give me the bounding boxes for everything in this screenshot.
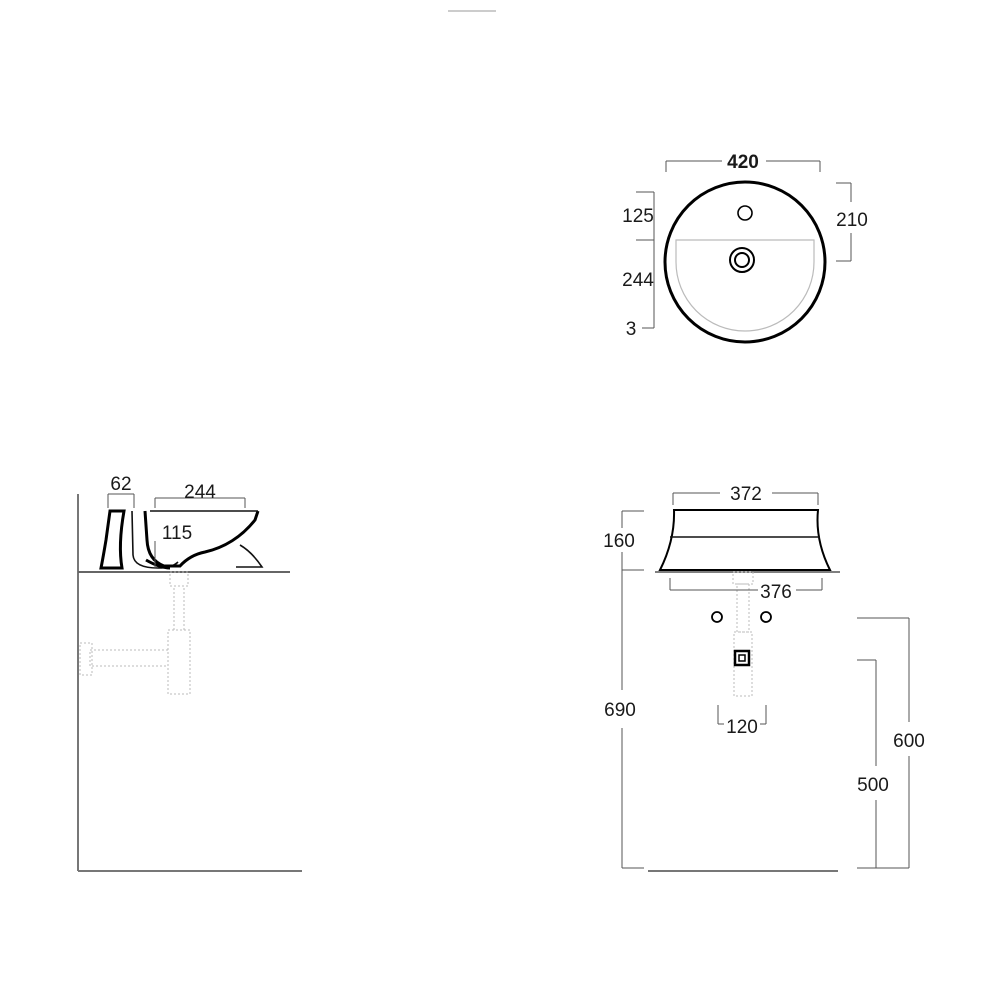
front-basin-height-label: 160 [603, 531, 635, 552]
tap-offset-label: 125 [622, 206, 654, 227]
front-supply-left [711, 611, 723, 623]
rim-label: 3 [626, 319, 637, 340]
side-basin-left-wall [99, 509, 126, 570]
side-bowl-width-label: 244 [184, 482, 216, 503]
front-install-height-label: 690 [604, 700, 636, 721]
top-width-label: 420 [727, 152, 759, 173]
front-trap-width-label: 120 [726, 717, 758, 738]
front-view: 372 160 690 376 120 600 500 [603, 484, 925, 872]
side-wall-thickness-label: 62 [110, 474, 131, 495]
right-dimension-label: 210 [836, 210, 868, 231]
side-view: 62 244 115 [77, 474, 302, 872]
front-base-width-label: 376 [760, 582, 792, 603]
front-drain-outlet [733, 649, 751, 667]
tap-hole [737, 205, 753, 221]
front-supply-height-label: 600 [893, 731, 925, 752]
drain-inner [734, 252, 750, 268]
top-view: 420 125 244 3 210 [622, 152, 868, 344]
front-basin-body [658, 509, 832, 571]
side-basin-inner-bowl [143, 510, 260, 568]
front-drain-height-label: 500 [857, 775, 889, 796]
basin-inner-bowl [675, 239, 815, 332]
front-top-width-label: 372 [730, 484, 762, 505]
side-bowl-depth-label: 115 [162, 523, 192, 544]
front-supply-right [760, 611, 772, 623]
basin-depth-label: 244 [622, 270, 654, 291]
